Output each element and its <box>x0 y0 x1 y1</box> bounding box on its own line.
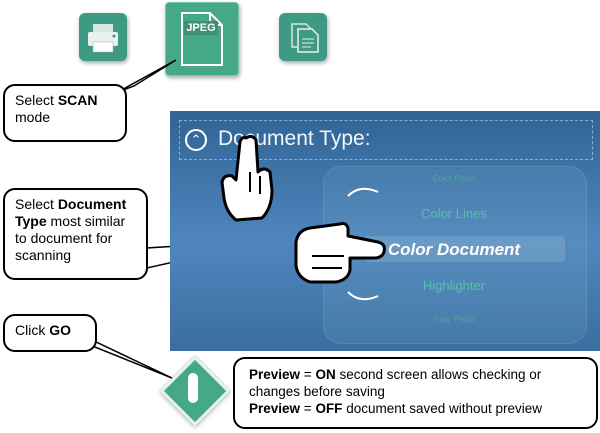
preview-on-label: Preview <box>249 367 301 382</box>
go-callout: Click GO <box>3 314 97 352</box>
go-callout-prefix: Click <box>15 322 50 338</box>
option-color-lines[interactable]: Color Lines <box>421 206 487 221</box>
option-color-document[interactable]: Color Document <box>387 240 521 259</box>
preview-off-label: Preview <box>249 401 301 416</box>
scan-jpeg-mode-button[interactable]: JPEG <box>165 2 239 76</box>
preview-on-value: ON <box>315 367 336 382</box>
copy-mode-button[interactable] <box>279 13 327 61</box>
jpeg-label: JPEG <box>184 21 218 35</box>
preview-off-value: OFF <box>315 401 343 416</box>
scan-callout-bold: SCAN <box>57 92 98 108</box>
doctype-callout-bold: Document Type <box>15 196 127 229</box>
preview-off-description: document saved without preview <box>342 401 543 416</box>
scroll-arc-indicators <box>347 187 379 301</box>
option-highlighter[interactable]: Highlighter <box>422 278 486 293</box>
scan-callout-suffix: mode <box>15 109 51 125</box>
preview-on-eq: = <box>300 367 316 382</box>
preview-on-description: second screen allows checking or changes… <box>249 367 542 399</box>
scan-callout-prefix: Select <box>15 92 58 108</box>
option-gray-photo[interactable]: Gray Photo <box>433 315 475 324</box>
documents-icon <box>291 23 319 53</box>
preview-off-eq: = <box>300 401 316 416</box>
go-icon <box>188 373 198 403</box>
print-mode-button[interactable] <box>79 13 127 61</box>
printer-icon <box>88 24 118 53</box>
selected-option-highlight <box>365 236 565 262</box>
pointing-hand-up-icon <box>220 134 274 222</box>
document-type-header[interactable] <box>179 120 593 160</box>
doctype-callout-prefix: Select <box>15 196 58 212</box>
doctype-callout-suffix: most similar to document for scanning <box>15 213 126 263</box>
document-type-callout: Select Document Type most similar to doc… <box>3 188 148 280</box>
go-callout-bold: GO <box>49 322 72 338</box>
chevron-up-icon[interactable]: ⌃ <box>185 129 207 151</box>
option-color-photo[interactable]: Color Photo <box>432 174 476 183</box>
scan-mode-callout: Select SCAN mode <box>3 84 127 142</box>
pointing-hand-right-icon <box>294 222 386 284</box>
preview-callout: Preview = ON second screen allows checki… <box>233 357 598 429</box>
